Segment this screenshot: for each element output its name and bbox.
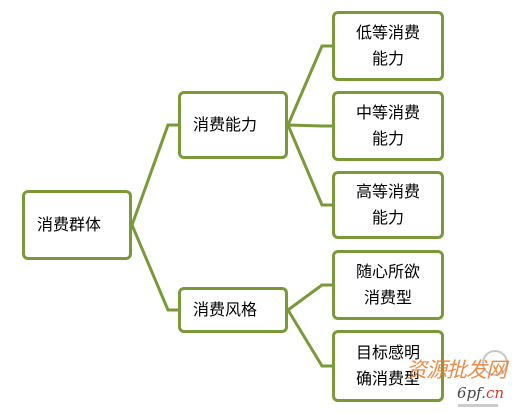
root-node-consumer-group: 消费群体: [22, 190, 132, 260]
branch-node-label: 消费风格: [193, 300, 258, 319]
capacity-connector-1: [286, 44, 324, 127]
capacity-connector-3: [286, 123, 324, 207]
leaf-node-line: 能力: [371, 208, 404, 227]
root-node-label: 消费群体: [37, 215, 102, 234]
leaf-node-line: 消费型: [363, 288, 412, 307]
leaf-node-line: 能力: [371, 49, 404, 68]
style-connector-2: [286, 308, 324, 368]
leaf-node-line: 高等消费: [355, 182, 420, 201]
branch-node-label: 消费能力: [193, 115, 258, 134]
leaf-node-medium-capacity: 中等消费 能力: [332, 91, 444, 161]
leaf-node-line: 随心所欲: [355, 262, 420, 281]
leaf-node-line: 目标感明: [355, 343, 420, 362]
leaf-node-high-capacity: 高等消费 能力: [332, 171, 444, 239]
branch-node-consumption-style: 消费风格: [178, 287, 288, 333]
root-connector-1: [130, 123, 170, 227]
leaf-node-impulsive-style: 随心所欲 消费型: [332, 250, 444, 320]
branch-node-consumption-capacity: 消费能力: [178, 91, 288, 159]
leaf-node-line: 能力: [371, 129, 404, 148]
leaf-node-line: 确消费型: [355, 369, 420, 388]
root-connector-2: [130, 223, 170, 312]
style-connector-1: [286, 283, 324, 312]
capacity-connector-2: [286, 123, 324, 128]
leaf-node-goal-oriented-style: 目标感明 确消费型: [332, 330, 444, 402]
leaf-node-line: 低等消费: [355, 23, 420, 42]
leaf-node-line: 中等消费: [355, 103, 420, 122]
leaf-node-low-capacity: 低等消费 能力: [332, 11, 444, 81]
